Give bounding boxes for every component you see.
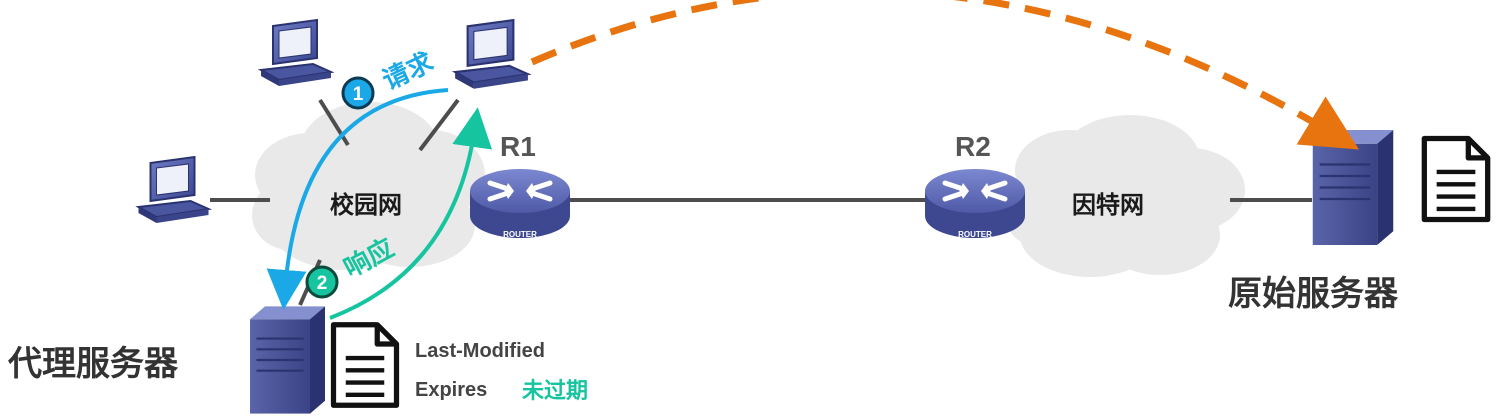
- expires-header: Expires: [415, 379, 487, 401]
- request-arrow: [266, 88, 449, 310]
- proxy-document-icon: [334, 325, 397, 406]
- remote-request-arrow: [530, 0, 1359, 150]
- step1-badge: 1: [341, 76, 375, 110]
- proxy-server-label: 代理服务器: [7, 345, 179, 383]
- router-r1-caption: ROUTER: [503, 230, 537, 239]
- origin-server-label: 原始服务器: [1228, 275, 1399, 313]
- svg-text:1: 1: [353, 84, 364, 105]
- svg-text:2: 2: [317, 273, 328, 294]
- origin-server-icon: [1312, 130, 1394, 245]
- router-r1-label: R1: [500, 131, 536, 162]
- step1-label: 请求: [378, 46, 438, 95]
- computer-icon: [260, 19, 332, 87]
- response-arrow: [329, 107, 493, 320]
- not-expired-status: 未过期: [522, 378, 588, 403]
- origin-document-icon: [1424, 139, 1487, 220]
- network-links: [210, 98, 1312, 306]
- router-r2-label: R2: [955, 131, 991, 162]
- client-computer-icon: [454, 19, 530, 90]
- computer-icon: [137, 155, 210, 225]
- router-r1-icon: [470, 169, 570, 238]
- campus-network-label: 校园网: [330, 191, 402, 219]
- router-r2-icon: [925, 169, 1025, 238]
- internet-label: 因特网: [1072, 192, 1144, 219]
- proxy-server-icon: [250, 305, 325, 415]
- step2-badge: 2: [305, 265, 339, 299]
- internet-cloud-icon: [1005, 115, 1245, 277]
- last-modified-header: Last-Modified: [415, 340, 545, 362]
- router-r2-caption: ROUTER: [958, 230, 992, 239]
